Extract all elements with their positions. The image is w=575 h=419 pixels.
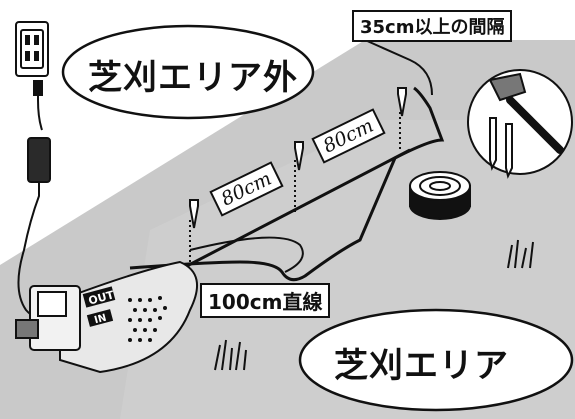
robot-mower-icon <box>59 260 199 374</box>
power-cable <box>37 82 43 131</box>
charging-station-icon <box>15 285 81 351</box>
power-adapter-icon <box>27 137 51 183</box>
boundary-outer-line <box>364 39 433 96</box>
straight-wire <box>159 148 411 282</box>
device-labels: OUT IN <box>82 286 116 327</box>
spacing-note-label: 35cm以上の間隔 <box>352 10 513 42</box>
in-label: IN <box>93 313 108 327</box>
grass-icon <box>214 239 534 371</box>
straight-line-label: 100cm直線 <box>200 283 331 318</box>
wire-spool-icon <box>409 171 471 220</box>
inside-area-ellipse <box>298 308 574 412</box>
boundary-wire <box>129 86 445 282</box>
power-outlet-icon <box>15 21 49 77</box>
hammer-icon <box>467 69 573 179</box>
inside-area-label: 芝刈エリア <box>334 346 509 386</box>
peg-icon <box>189 87 407 229</box>
outside-area-ellipse <box>61 24 315 120</box>
plug <box>33 80 43 96</box>
outside-area-label: 芝刈エリア外 <box>88 58 298 98</box>
